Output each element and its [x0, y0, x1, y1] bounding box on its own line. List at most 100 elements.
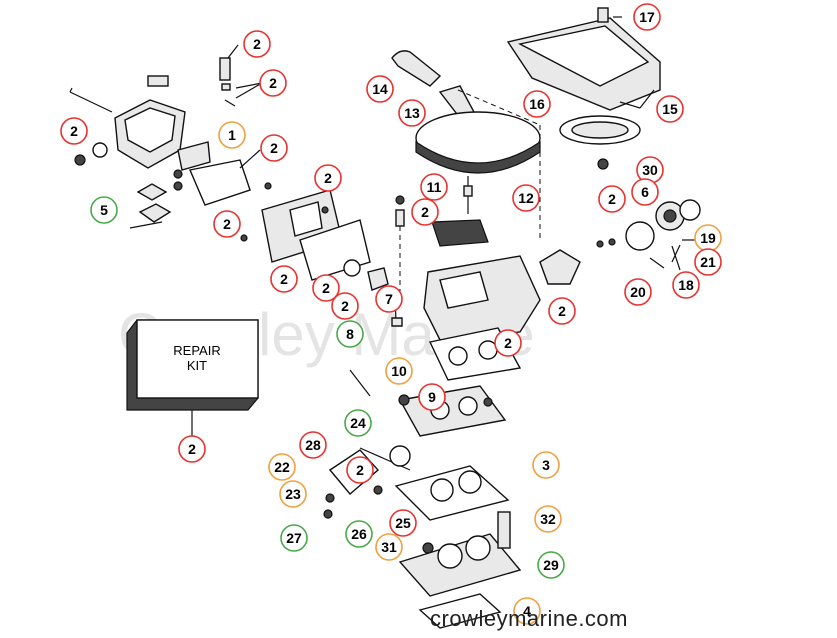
callout-number: 15 [662, 101, 678, 117]
callout-number: 16 [529, 96, 545, 112]
callout-number: 20 [630, 284, 646, 300]
callout-ring [385, 357, 413, 385]
callout-ring [213, 210, 241, 238]
callout-2: 2 [259, 69, 287, 97]
callout-20: 20 [624, 278, 652, 306]
callout-ring [345, 520, 373, 548]
callout-ring [694, 248, 722, 276]
callout-number: 2 [223, 216, 231, 232]
callout-ring [411, 198, 439, 226]
callout-2: 2 [260, 134, 288, 162]
callout-ring [624, 278, 652, 306]
callout-number: 28 [305, 437, 321, 453]
callout-number: 2 [188, 441, 196, 457]
callout-number: 27 [286, 530, 302, 546]
callout-number: 3 [542, 457, 550, 473]
callout-2: 2 [331, 292, 359, 320]
callout-2: 2 [243, 30, 271, 58]
callout-number: 17 [639, 9, 655, 25]
repair-kit-box: REPAIR KIT [126, 319, 259, 436]
callout-number: 8 [346, 326, 354, 342]
callout-ring [299, 431, 327, 459]
repair-kit-label-line2: KIT [187, 358, 207, 373]
callout-15: 15 [656, 95, 684, 123]
callout-2: 2 [314, 164, 342, 192]
callout-21: 21 [694, 248, 722, 276]
callout-number: 2 [421, 204, 429, 220]
callout-number: 2 [341, 298, 349, 314]
callout-number: 1 [228, 127, 236, 143]
callout-ring [331, 292, 359, 320]
callout-number: 2 [253, 36, 261, 52]
callout-ring [280, 524, 308, 552]
callout-27: 27 [280, 524, 308, 552]
callout-16: 16 [523, 90, 551, 118]
callout-2: 2 [411, 198, 439, 226]
repair-kit-label-line1: REPAIR [173, 343, 220, 358]
callout-number: 2 [608, 191, 616, 207]
callout-22: 22 [268, 453, 296, 481]
callout-12: 12 [512, 184, 540, 212]
callout-10: 10 [385, 357, 413, 385]
callout-number: 2 [504, 335, 512, 351]
callout-ring [243, 30, 271, 58]
callout-ring [389, 509, 417, 537]
callout-ring [90, 196, 118, 224]
callout-ring [418, 383, 446, 411]
callout-ring [598, 185, 626, 213]
callout-ring [672, 271, 700, 299]
callout-ring [420, 173, 448, 201]
callout-number: 9 [428, 389, 436, 405]
callout-ring [344, 409, 372, 437]
callout-ring [366, 75, 394, 103]
callout-23: 23 [279, 480, 307, 508]
callout-24: 24 [344, 409, 372, 437]
callout-number: 4 [523, 603, 531, 619]
callout-number: 2 [322, 280, 330, 296]
callout-2: 2 [270, 265, 298, 293]
callout-ring [631, 178, 659, 206]
callout-ring [279, 480, 307, 508]
callout-number: 26 [351, 526, 367, 542]
callout-number: 10 [391, 363, 407, 379]
callout-6: 6 [631, 178, 659, 206]
callout-number: 18 [678, 277, 694, 293]
callout-number: 7 [385, 291, 393, 307]
callout-ring [268, 453, 296, 481]
callout-1: 1 [218, 121, 246, 149]
callout-5: 5 [90, 196, 118, 224]
metering-block-group [177, 141, 389, 291]
callout-4: 4 [513, 597, 541, 625]
choke-assembly-group [539, 199, 701, 285]
callout-13: 13 [398, 99, 426, 127]
callout-ring [218, 121, 246, 149]
callout-ring [259, 69, 287, 97]
callout-32: 32 [534, 505, 562, 533]
callout-3: 3 [532, 451, 560, 479]
fuel-bowl-assembly [69, 44, 263, 229]
callout-31: 31 [375, 533, 403, 561]
callout-ring [60, 117, 88, 145]
callout-ring [270, 265, 298, 293]
callout-ring [494, 329, 522, 357]
callout-ring [537, 551, 565, 579]
callout-number: 13 [404, 105, 420, 121]
callout-number: 12 [518, 190, 534, 206]
callout-2: 2 [598, 185, 626, 213]
callout-19: 19 [694, 224, 722, 252]
callout-number: 24 [350, 415, 366, 431]
callout-29: 29 [537, 551, 565, 579]
callout-number: 2 [70, 123, 78, 139]
callout-number: 2 [280, 271, 288, 287]
callout-18: 18 [672, 271, 700, 299]
callout-number: 21 [700, 254, 716, 270]
callout-30: 30 [636, 156, 664, 184]
callout-number: 11 [427, 179, 442, 195]
callout-9: 9 [418, 383, 446, 411]
callout-number: 32 [540, 511, 556, 527]
callout-ring [336, 320, 364, 348]
callout-26: 26 [345, 520, 373, 548]
callout-ring [548, 297, 576, 325]
